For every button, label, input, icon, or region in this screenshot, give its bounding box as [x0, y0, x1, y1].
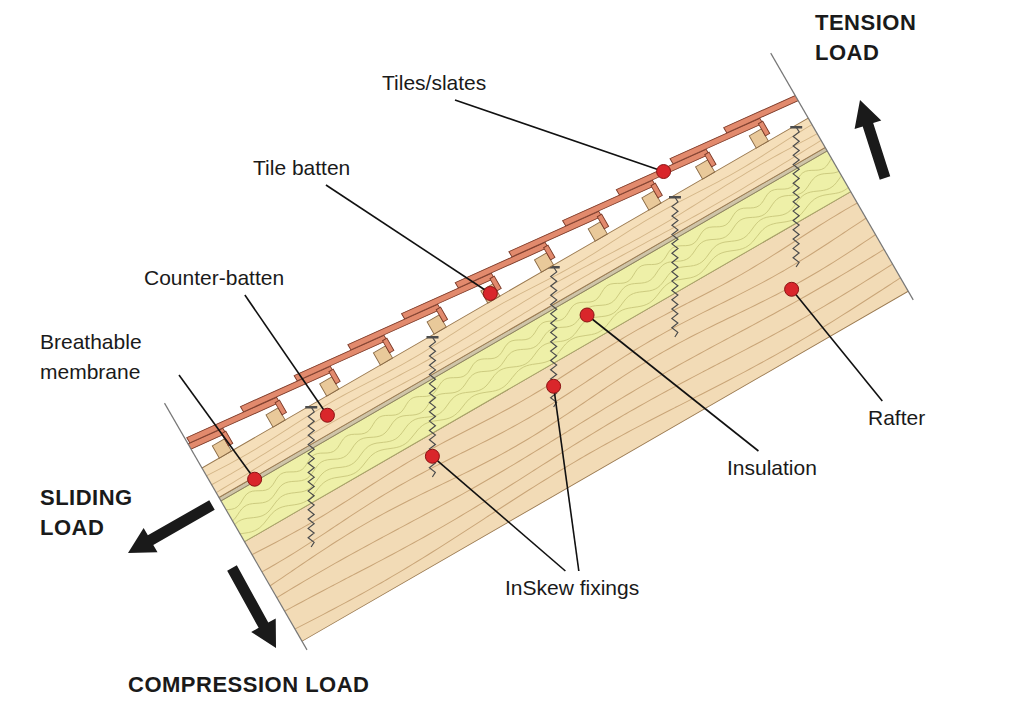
wood-grain — [202, 127, 827, 490]
callout-dot — [547, 379, 561, 393]
wood-grain — [242, 198, 868, 561]
insulation-fibre — [221, 160, 848, 526]
tile-nib — [597, 214, 608, 229]
callout-dot — [657, 165, 671, 179]
tile-nib — [275, 400, 286, 415]
inskew-screw — [614, 197, 735, 337]
load-arrow — [128, 500, 215, 553]
tile-nib — [544, 245, 555, 260]
part-label: Breathable membrane — [40, 327, 175, 387]
tile — [724, 79, 817, 142]
leader-line — [554, 386, 579, 571]
wood-grain — [197, 120, 822, 483]
cut-line — [165, 403, 308, 650]
part-label: Tile batten — [253, 155, 350, 181]
inskew-screw — [372, 337, 493, 477]
tile-nib — [758, 121, 769, 136]
load-label: SLIDING LOAD — [40, 483, 165, 543]
tile-nib — [812, 90, 823, 105]
leader-lines — [179, 100, 882, 571]
screw-head — [790, 122, 802, 132]
inskew-screw — [736, 127, 857, 267]
insulation-fibre — [225, 168, 852, 535]
callout-dot — [785, 282, 799, 296]
load-arrow — [855, 100, 891, 180]
load-arrow — [227, 565, 276, 648]
leader-line — [245, 295, 328, 415]
screw-head — [427, 332, 439, 342]
part-label: Insulation — [727, 455, 817, 481]
part-label: Counter-batten — [144, 265, 284, 291]
counter-batten — [198, 116, 830, 500]
inskew-screw — [493, 267, 614, 407]
callout-dots — [248, 165, 799, 487]
leader-line — [179, 375, 255, 479]
leader-line — [587, 315, 758, 451]
leader-line — [326, 185, 490, 293]
cut-line — [771, 53, 914, 300]
tile-nib — [436, 307, 447, 322]
callout-dot — [248, 472, 262, 486]
insulation-fibre — [230, 176, 857, 543]
leader-line — [432, 456, 565, 571]
screw-head — [669, 192, 681, 202]
tile-nib — [705, 152, 716, 167]
roof-section — [133, 78, 926, 671]
tile-nib — [651, 183, 662, 198]
load-label: COMPRESSION LOAD — [128, 670, 369, 700]
leader-line — [792, 289, 883, 401]
callout-dot — [425, 449, 439, 463]
part-label: Tiles/slates — [382, 70, 486, 96]
callout-dot — [580, 308, 594, 322]
tile-nib — [383, 338, 394, 353]
part-label: Rafter — [868, 405, 925, 431]
inskew-screw — [251, 407, 372, 547]
breathable-membrane — [215, 145, 832, 503]
screw-head — [305, 402, 317, 412]
load-label: TENSION LOAD — [815, 8, 940, 68]
callout-dot — [483, 286, 497, 300]
part-label: InSkew fixings — [505, 575, 639, 601]
callout-dot — [320, 408, 334, 422]
leader-line — [455, 100, 664, 172]
tile-nib — [329, 369, 340, 384]
tile-nib — [221, 431, 232, 446]
wood-grain — [206, 135, 831, 498]
roof-layers — [162, 78, 916, 654]
